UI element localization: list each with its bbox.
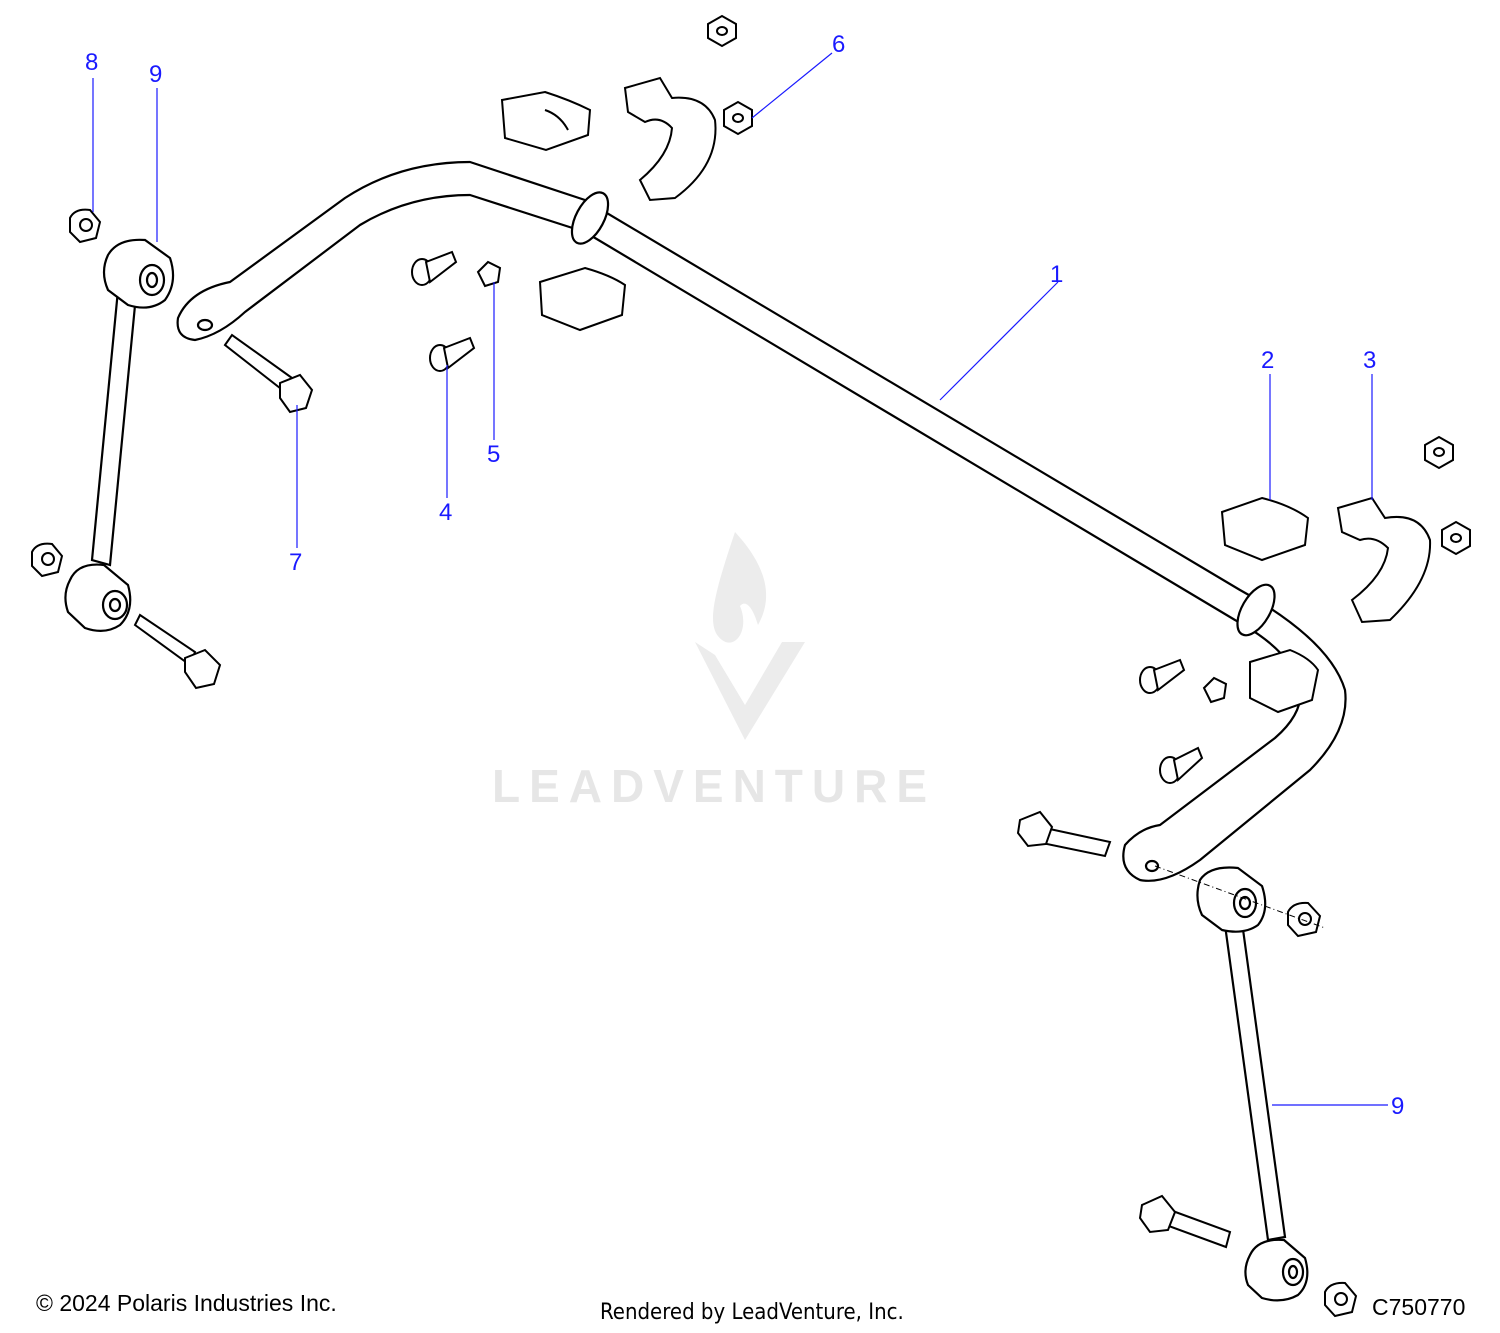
- watermark-v-icon: [695, 642, 805, 740]
- watermark-text: LEADVENTURE: [492, 760, 936, 812]
- bolt-parts: [133, 333, 1232, 1249]
- bushing-parts: [500, 90, 1320, 714]
- pin-parts: [411, 250, 1228, 784]
- right-end-link: [1196, 866, 1309, 1302]
- stabilizer-bar: [176, 160, 1347, 882]
- watermark: LEADVENTURE: [492, 532, 936, 812]
- left-end-link: [64, 238, 175, 632]
- callout-2: 2: [1261, 347, 1274, 374]
- callout-1: 1: [1050, 261, 1063, 288]
- callout-3: 3: [1363, 347, 1376, 374]
- callout-7: 7: [289, 549, 302, 576]
- watermark-flame-icon: [713, 532, 767, 643]
- callout-8: 8: [85, 49, 98, 76]
- callout-9-right: 9: [1391, 1093, 1404, 1120]
- callout-4: 4: [439, 499, 452, 526]
- rendered-by-text: Rendered by LeadVenture, Inc.: [600, 1300, 904, 1325]
- callout-labels: 1 2 3 4 5 6 7 8 9 9: [85, 31, 1404, 1120]
- clamp-parts: [623, 76, 1432, 624]
- callout-5: 5: [487, 441, 500, 468]
- callout-9-left: 9: [149, 61, 162, 88]
- copyright-text: © 2024 Polaris Industries Inc.: [36, 1290, 337, 1316]
- drawing-code: C750770: [1372, 1294, 1466, 1320]
- nut-parts: [31, 14, 1471, 1318]
- callout-leaders: [92, 52, 1388, 1106]
- callout-6: 6: [832, 31, 845, 58]
- assembly-axis-line: [1154, 865, 1326, 929]
